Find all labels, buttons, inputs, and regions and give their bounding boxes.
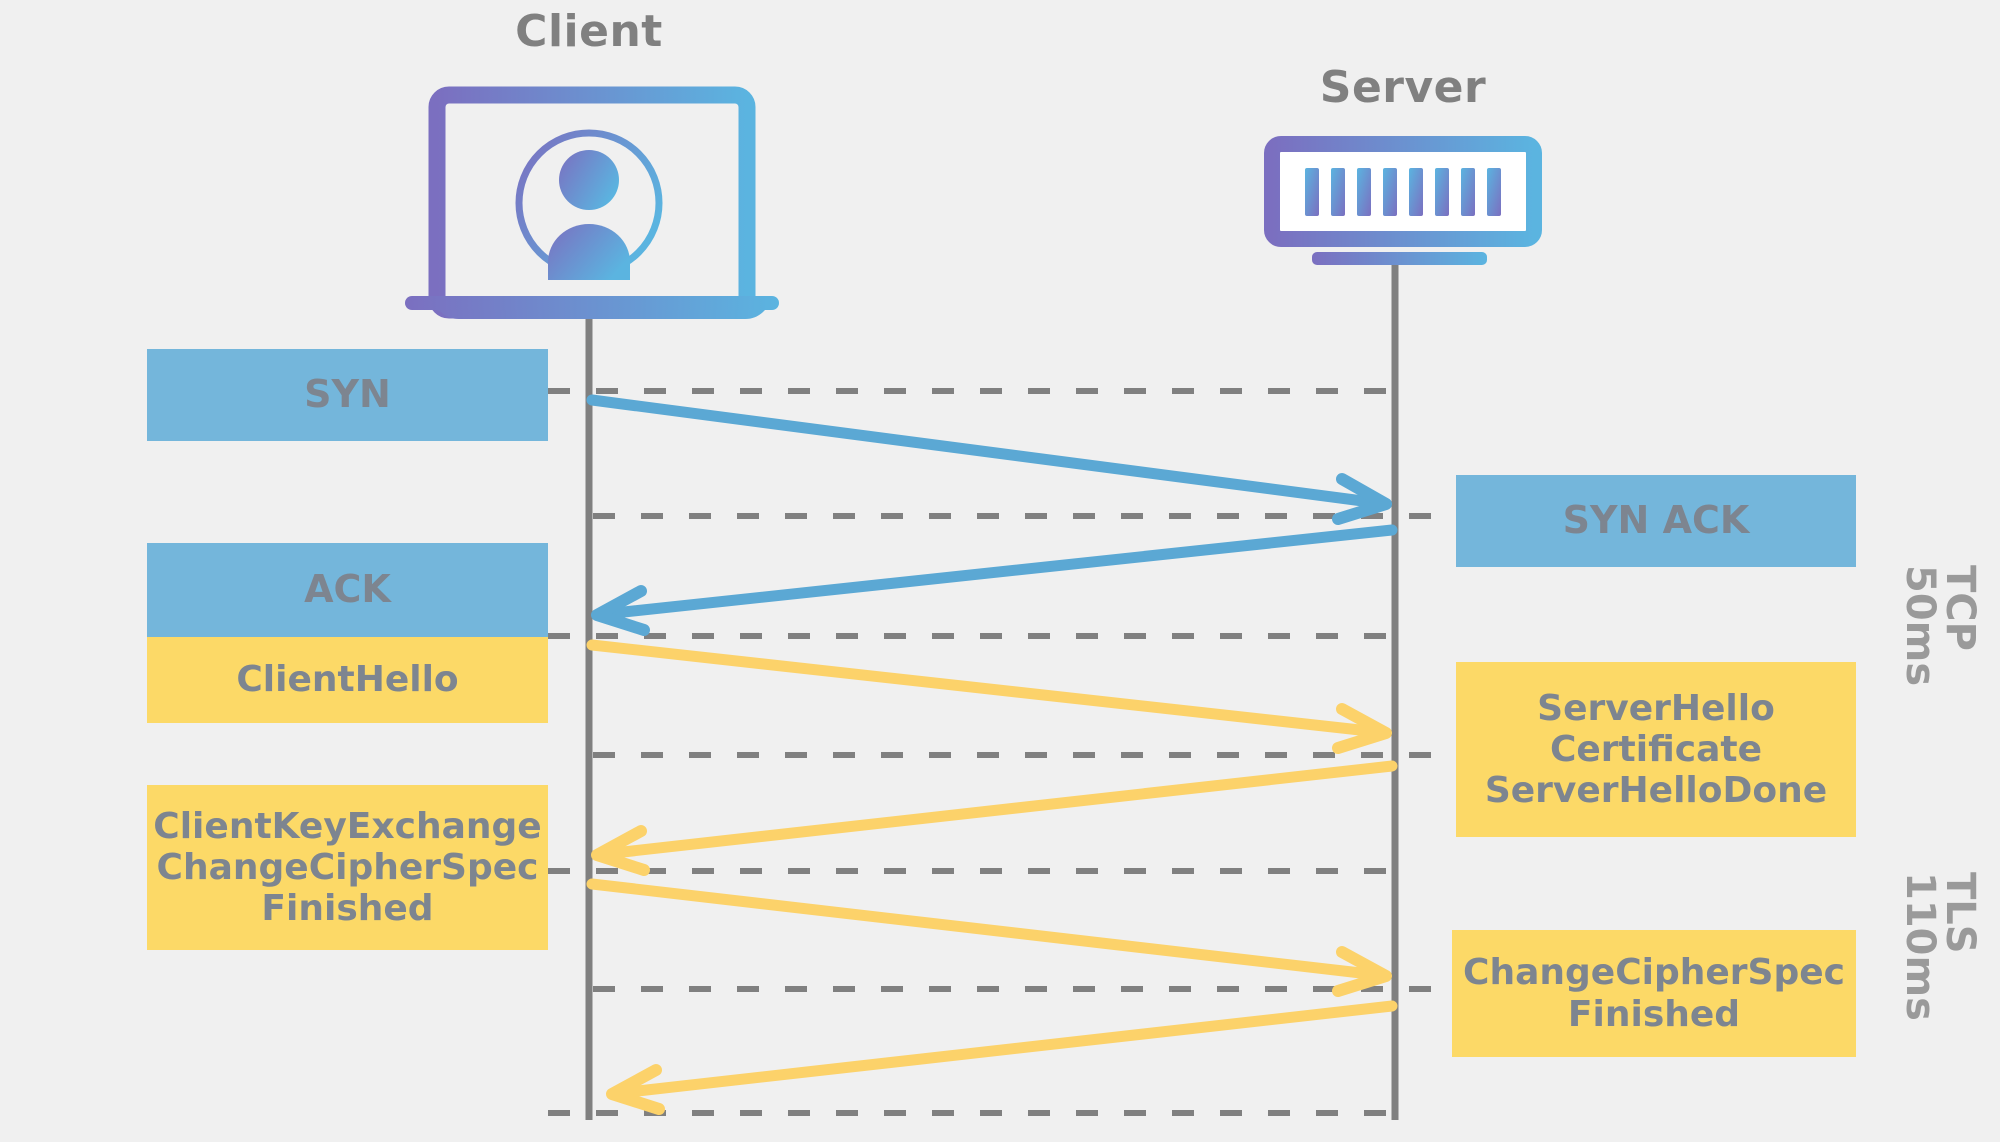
message-label: SYN ACK: [1562, 498, 1750, 543]
message-box-client-hello[interactable]: ClientHello: [147, 637, 548, 723]
arrow-server-finished: [606, 1000, 1398, 1115]
laptop-user-icon: [405, 86, 779, 320]
message-label: ACK: [304, 567, 391, 612]
arrow-client-hello: [586, 639, 1392, 754]
arrow-syn-ack: [591, 524, 1398, 636]
message-box-syn[interactable]: SYN: [147, 349, 548, 441]
server-title: Server: [1319, 62, 1487, 113]
server-rack-icon: [1264, 136, 1542, 265]
message-label: SYN: [304, 372, 391, 417]
arrow-syn: [586, 394, 1392, 525]
arrow-server-hello: [591, 760, 1398, 876]
arrow-client-key-exchange: [586, 878, 1392, 997]
message-label: ClientHello: [236, 659, 459, 701]
message-box-ack[interactable]: ACK: [147, 543, 548, 637]
message-box-syn-ack[interactable]: SYN ACK: [1456, 475, 1856, 567]
client-title: Client: [515, 6, 663, 57]
